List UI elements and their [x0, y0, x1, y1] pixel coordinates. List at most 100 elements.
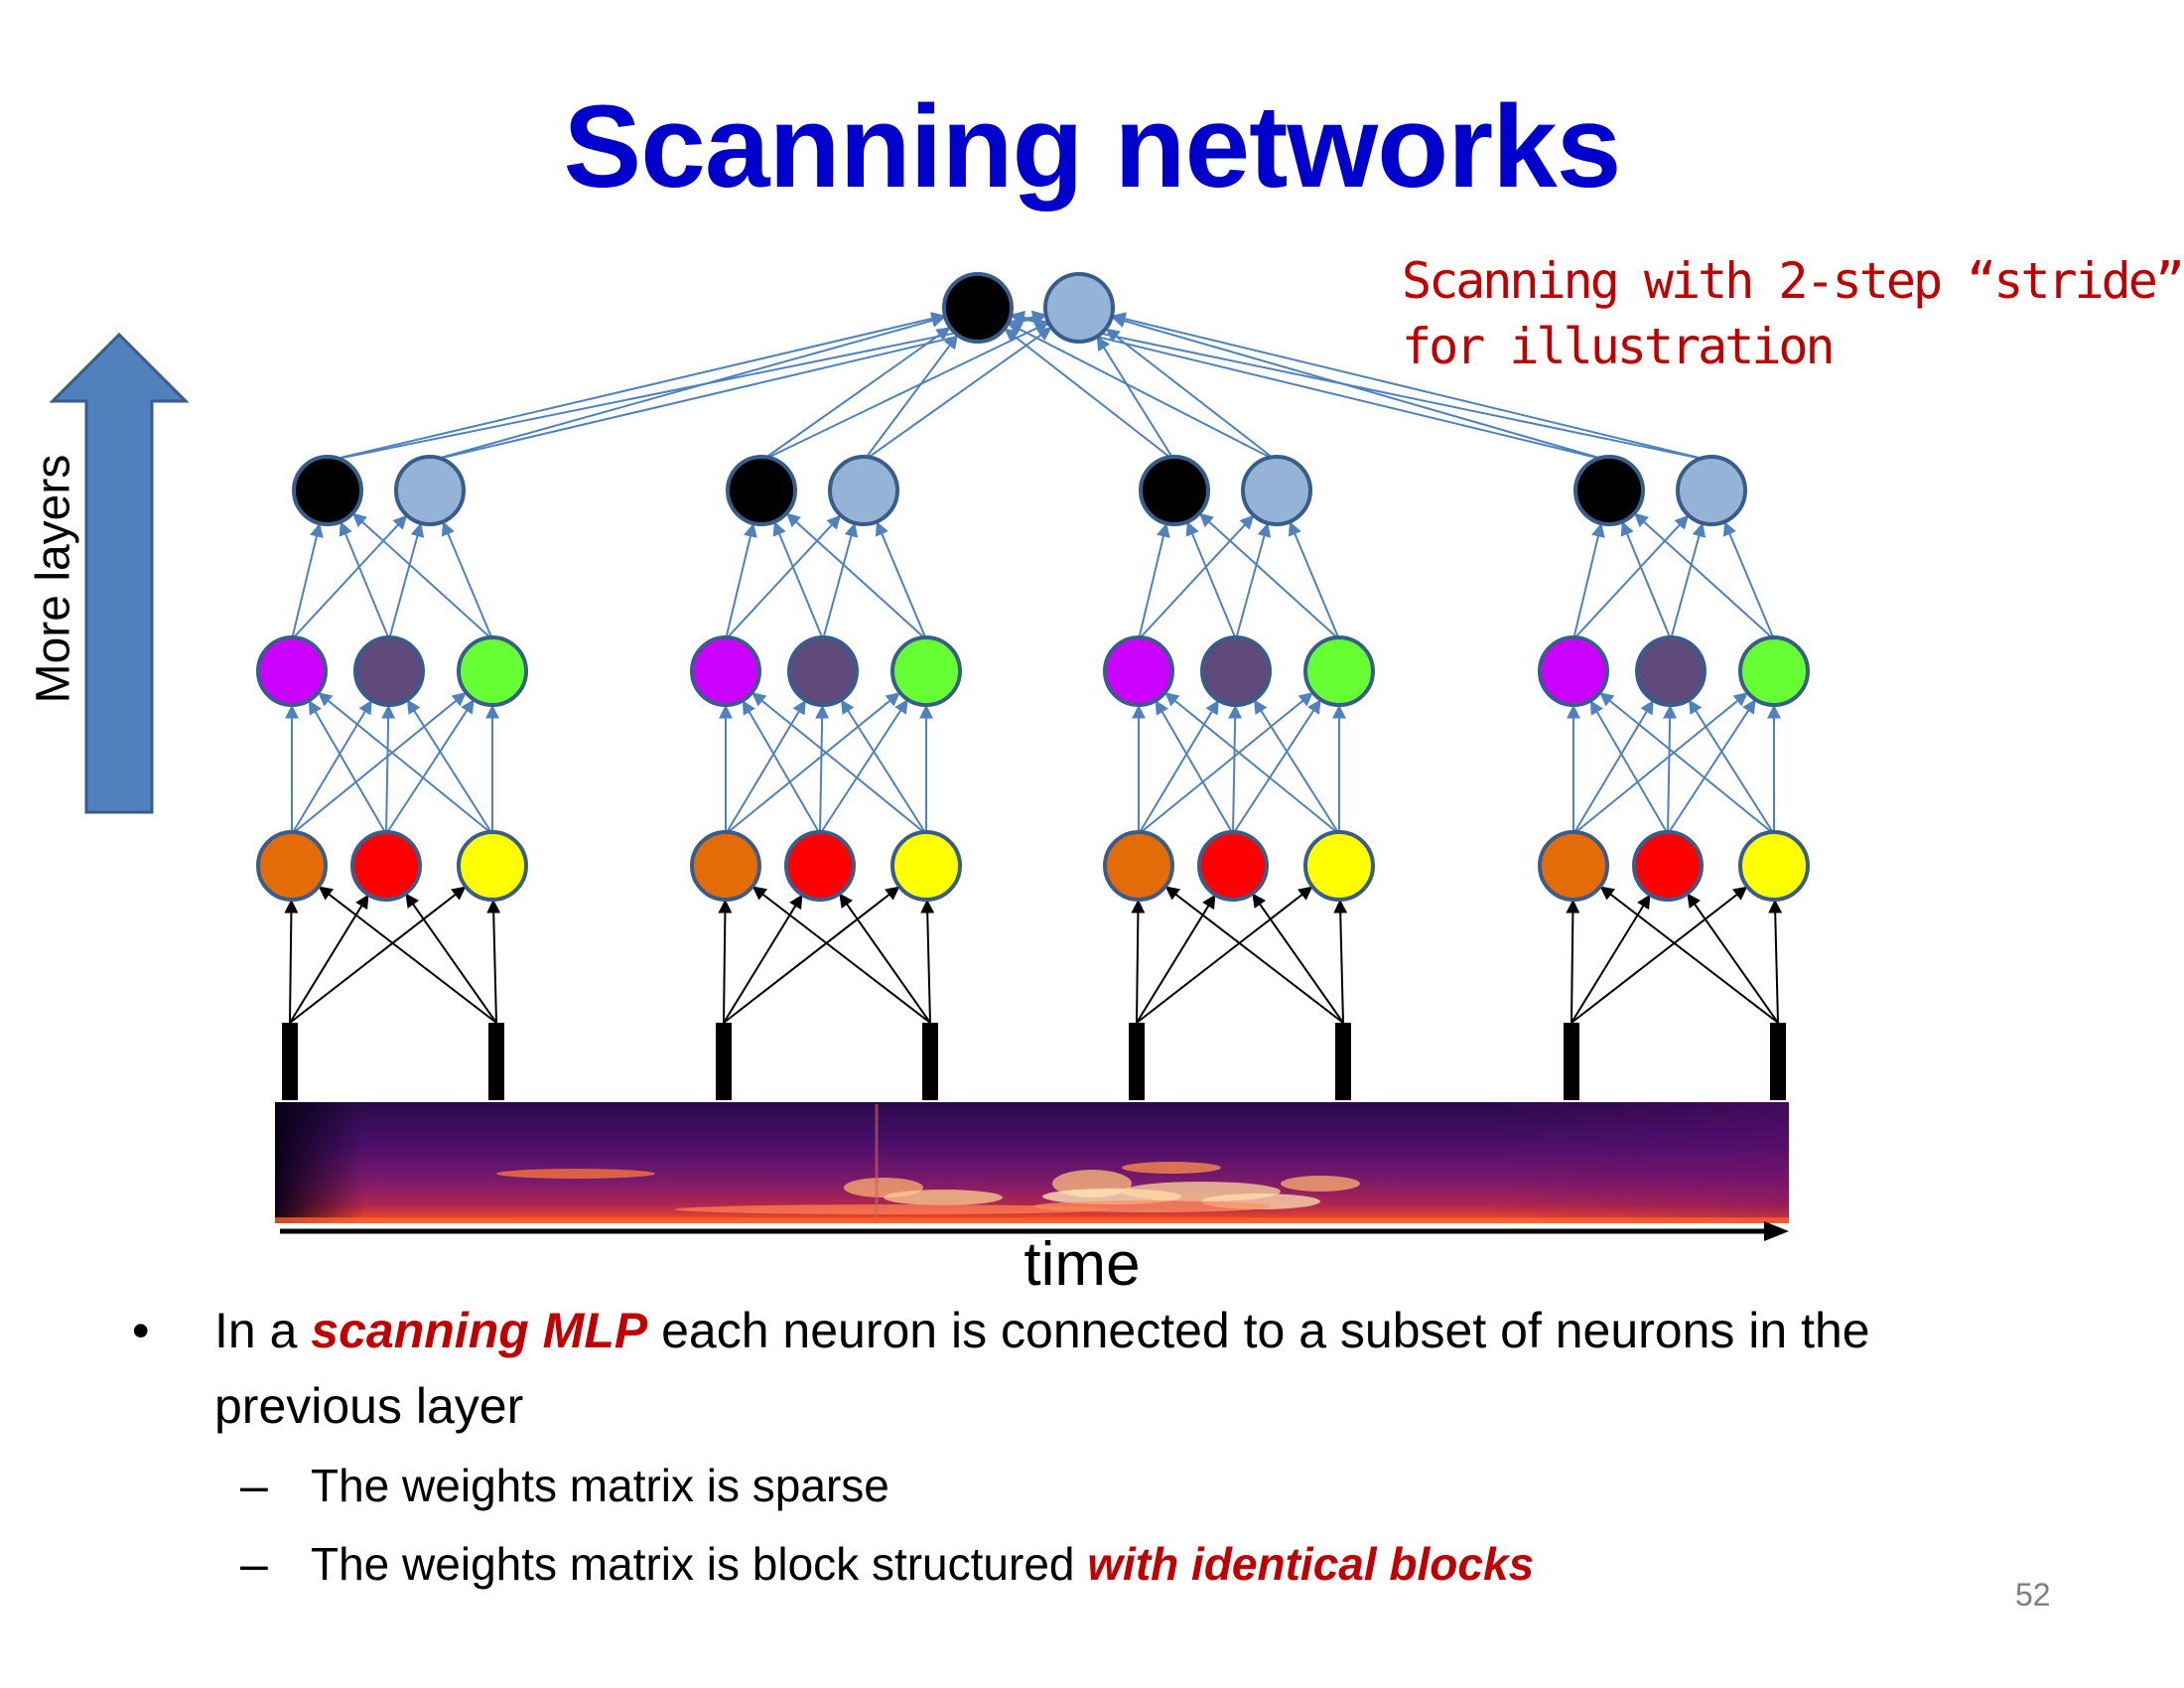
- connection-line: [863, 327, 1052, 462]
- page-number: 52: [2015, 1577, 2051, 1613]
- hidden-neuron-purple: [353, 635, 425, 707]
- connection-line: [1111, 312, 1712, 462]
- connection-line: [785, 512, 927, 640]
- connection-line: [1333, 899, 1348, 1024]
- input-frame-bar: [1770, 1023, 1786, 1100]
- input-frame-bar: [1564, 1023, 1579, 1100]
- spectrogram: [275, 1102, 1789, 1223]
- connection-line: [723, 894, 803, 1024]
- bullet-emphasis: scanning MLP: [311, 1303, 648, 1358]
- hidden-neuron-magenta: [1103, 635, 1174, 707]
- spectrogram-energy: [496, 1169, 655, 1179]
- bullet-text-line2: previous layer: [214, 1378, 524, 1434]
- connection-line: [718, 899, 733, 1024]
- connection-line: [429, 312, 1047, 462]
- input-connections: [285, 692, 1781, 835]
- time-label: time: [1024, 1230, 1141, 1299]
- connection-line: [1155, 700, 1234, 835]
- connection-line: [1136, 886, 1313, 1024]
- input-neuron-yellow: [457, 830, 528, 902]
- input-neuron-orange: [1103, 830, 1174, 902]
- connection-line: [1164, 692, 1340, 835]
- output-neuron-lightblue: [1043, 272, 1115, 344]
- connection-line: [1572, 514, 1690, 640]
- output-neuron-black: [942, 272, 1014, 344]
- sub-bullet-2: The weights matrix is block structured w…: [311, 1534, 1534, 1594]
- connection-line: [1004, 328, 1175, 462]
- second-layer-neuron-black: [726, 455, 797, 526]
- connection-line: [327, 310, 1047, 462]
- input-neuron-yellow: [1738, 830, 1810, 902]
- second-layer-neuron-lightblue: [1676, 455, 1747, 526]
- connection-line: [308, 700, 387, 835]
- connection-line: [429, 314, 946, 462]
- input-neuron-orange: [1538, 830, 1609, 902]
- connection-line: [318, 692, 493, 835]
- connection-line: [875, 520, 927, 640]
- input-neuron-red: [1197, 830, 1269, 902]
- connection-line: [1288, 520, 1340, 640]
- connection-line: [486, 899, 501, 1024]
- input-bar-connections: [284, 886, 1783, 1024]
- connection-line: [863, 334, 958, 462]
- input-frame-bar: [716, 1023, 732, 1100]
- connection-line: [760, 327, 951, 462]
- connection-line: [920, 899, 935, 1024]
- connection-line: [1252, 893, 1344, 1024]
- bullet-marker: •: [132, 1303, 150, 1358]
- connection-line: [1572, 699, 1654, 835]
- connection-line: [1138, 522, 1170, 640]
- sub-bullet-marker: –: [240, 1458, 268, 1513]
- connection-line: [1138, 514, 1255, 640]
- connection-line: [1599, 886, 1779, 1024]
- input-frame-bar: [1335, 1023, 1351, 1100]
- more-layers-label: More layers: [27, 454, 80, 704]
- connection-line: [1232, 699, 1321, 835]
- input-neuron-red: [350, 830, 422, 902]
- stride-note-line2: for illustration: [1402, 318, 1836, 375]
- slide-title: Scanning networks: [563, 81, 1622, 212]
- spectrogram-energy: [1122, 1162, 1221, 1174]
- hidden-neuron-purple: [787, 635, 859, 707]
- hidden-neuron-magenta: [690, 635, 761, 707]
- input-frame-bar: [1129, 1023, 1145, 1100]
- connection-line: [318, 886, 497, 1024]
- connection-line: [772, 521, 824, 640]
- neurons: [256, 272, 1810, 902]
- connection-line: [1572, 522, 1605, 640]
- connection-line: [291, 699, 372, 835]
- connection-line: [441, 520, 493, 640]
- time-axis: [280, 1221, 1789, 1241]
- connection-line: [1164, 886, 1344, 1024]
- sub-bullet-2-text: The weights matrix is block structured: [311, 1538, 1088, 1590]
- connection-line: [1572, 692, 1748, 835]
- hidden-neuron-green: [1303, 635, 1375, 707]
- connection-line: [725, 692, 900, 835]
- connection-line: [1570, 886, 1748, 1024]
- connection-line: [291, 692, 467, 835]
- spectrogram-energy: [884, 1190, 1003, 1205]
- connection-line: [291, 522, 324, 640]
- connection-line: [1198, 512, 1340, 640]
- input-frame-bar: [282, 1023, 298, 1100]
- second-layer-neuron-black: [1139, 455, 1210, 526]
- connection-line: [385, 699, 475, 835]
- connection-line: [1138, 699, 1219, 835]
- stride-note: Scanning with 2-step “stride” for illust…: [1402, 248, 2184, 379]
- connection-line: [351, 512, 493, 640]
- hidden-neuron-green: [1738, 635, 1810, 707]
- connection-line: [1131, 899, 1146, 1024]
- input-neuron-yellow: [1303, 830, 1375, 902]
- second-layer-neuron-black: [1573, 455, 1645, 526]
- connection-line: [760, 322, 1049, 462]
- connection-line: [339, 521, 390, 640]
- hidden-neuron-magenta: [1538, 635, 1609, 707]
- input-neuron-orange: [690, 830, 761, 902]
- input-neuron-yellow: [890, 830, 962, 902]
- connection-line: [1768, 899, 1783, 1024]
- connection-line: [1667, 699, 1756, 835]
- hidden-neuron-purple: [1200, 635, 1272, 707]
- sub-bullet-marker: –: [240, 1536, 268, 1592]
